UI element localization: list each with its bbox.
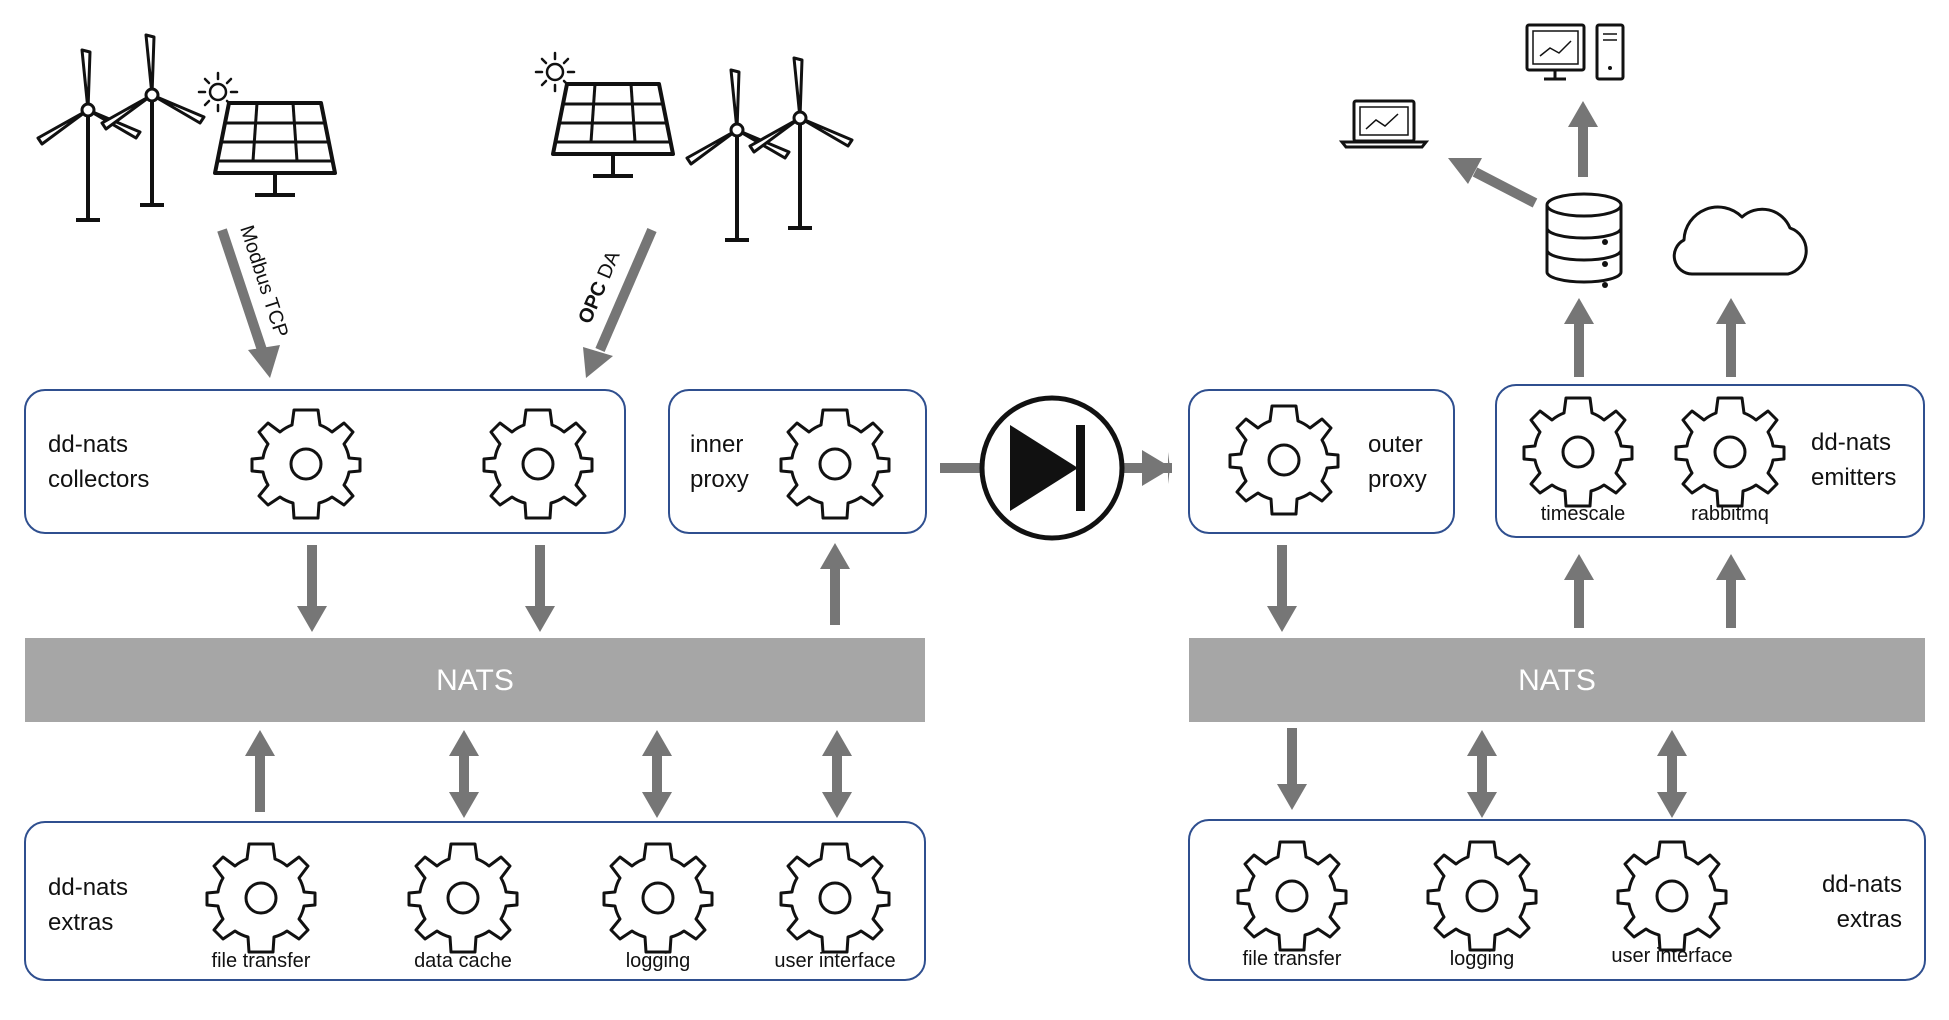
gear-label-user-interface: user interface — [1611, 945, 1732, 967]
wind-turbine-icon — [748, 56, 854, 230]
extras-left-label-line2: extras — [48, 909, 113, 936]
right-bus-arrows-bottom — [1277, 728, 1687, 818]
gear-icon — [1426, 840, 1538, 952]
outer-proxy-label-line2: proxy — [1368, 466, 1427, 493]
emitters-label-line2: emitters — [1811, 464, 1896, 491]
nats-bus-left — [25, 638, 925, 722]
database-icon — [1545, 192, 1623, 288]
gear-icon — [205, 842, 317, 954]
desktop-computer-icon — [1525, 23, 1625, 81]
wind-turbine-icon — [100, 33, 206, 207]
nats-bus-left-label: NATS — [436, 664, 514, 697]
da-label: DA — [591, 247, 625, 287]
gear-label-file-transfer: file transfer — [212, 950, 311, 972]
extras-right-label-line1: dd-nats — [1822, 871, 1902, 898]
gear-icon — [482, 408, 594, 520]
right-bus-arrows-top — [1267, 101, 1746, 632]
gear-icon — [779, 842, 891, 954]
gear-icon — [1522, 396, 1634, 508]
wind-turbine-icon — [685, 68, 791, 242]
left-bus-arrows-top — [297, 543, 850, 632]
left-bus-arrows-bottom — [245, 730, 852, 818]
nats-bus-right-label: NATS — [1518, 664, 1596, 697]
gear-label-logging: logging — [626, 950, 691, 972]
wind-turbine-icon — [36, 48, 142, 222]
nats-bus-right — [1189, 638, 1925, 722]
gear-icon — [1236, 840, 1348, 952]
db-to-laptop-arrow — [1448, 158, 1538, 208]
solar-panel-icon — [213, 101, 337, 197]
gear-label-rabbitmq: rabbitmq — [1691, 503, 1769, 525]
gear-icon — [407, 842, 519, 954]
gear-label-file-transfer: file transfer — [1243, 948, 1342, 970]
extras-left-label-line1: dd-nats — [48, 874, 128, 901]
gear-label-logging: logging — [1450, 948, 1515, 970]
inner-proxy-label-line1: inner — [690, 431, 743, 458]
collectors-label-line2: collectors — [48, 466, 149, 493]
modbus-arrow — [217, 228, 280, 378]
gear-icon — [1674, 396, 1786, 508]
collectors-label-line1: dd-nats — [48, 431, 128, 458]
opc-arrow — [583, 228, 657, 378]
gear-icon — [779, 408, 891, 520]
extras-right-label-line2: extras — [1837, 906, 1902, 933]
gear-label-data-cache: data cache — [414, 950, 512, 972]
cloud-icon — [1672, 205, 1808, 276]
emitters-label-line1: dd-nats — [1811, 429, 1891, 456]
gear-icon — [250, 408, 362, 520]
extras-box-right — [1188, 819, 1926, 981]
laptop-icon — [1338, 99, 1430, 149]
gear-icon — [1616, 840, 1728, 952]
diode-icon — [940, 395, 1172, 541]
inner-proxy-label-line2: proxy — [690, 466, 749, 493]
gear-label-user-interface: user interface — [774, 950, 895, 972]
gear-icon — [602, 842, 714, 954]
gear-icon — [1228, 404, 1340, 516]
outer-proxy-label-line1: outer — [1368, 431, 1423, 458]
solar-panel-icon — [551, 82, 675, 178]
gear-label-timescale: timescale — [1541, 503, 1625, 525]
